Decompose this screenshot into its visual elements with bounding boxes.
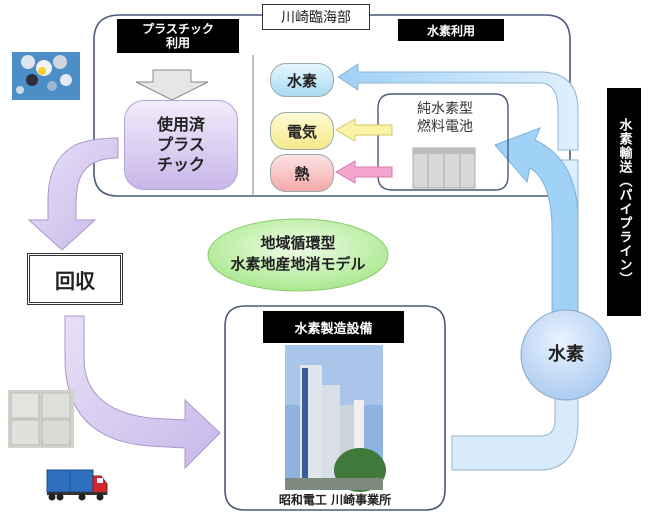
hydrogen-node-circle [520,309,612,401]
purple-arrow-to-collection [27,137,119,251]
used-plastic-line1: 使用済 [156,115,205,134]
hydrogen-node-label: 水素 [548,344,584,365]
model-label-line2: 水素地産地消モデル [230,255,366,273]
plastic-waste-photo [12,52,80,100]
region-label: 川崎臨海部 [262,4,370,30]
fuel-cell-frame [377,93,509,191]
fuel-cell-label: 純水素型 燃料電池 [400,100,490,136]
collection-label: 回収 [55,268,95,293]
transport-label: 水素輸送（パイプライン） [616,118,632,286]
production-caption: 昭和電工 川崎事業所 [232,491,438,508]
production-frame [224,305,446,511]
region-label-text: 川崎臨海部 [281,10,351,26]
plastic-use-header-line2: 利用 [165,36,190,50]
model-label: 地域循環型 水素地産地消モデル [208,233,388,275]
output-electricity: 電気 [270,112,334,150]
gray-down-arrow [135,69,209,101]
fuel-cell-line2: 燃料電池 [417,119,473,135]
hydrogen-use-header: 水素利用 [398,19,504,41]
fuel-cell-unit-icon [412,147,476,189]
pink-arrow-heat [335,160,393,184]
used-plastic-line3: チック [156,155,205,174]
blue-arrow-to-hydrogen [337,63,579,151]
output-heat: 熱 [270,154,334,192]
purple-arrow-to-production [64,315,221,470]
output-hydrogen: 水素 [270,63,334,97]
model-label-line1: 地域循環型 [260,234,336,252]
production-header-text: 水素製造設備 [294,321,373,337]
output-hydrogen-label: 水素 [286,71,317,90]
used-plastic-box: 使用済 プラス チック [124,100,238,190]
transport-label-bar: 水素輸送（パイプライン） [607,88,641,316]
factory-photo [285,345,386,492]
production-header: 水素製造設備 [263,311,404,343]
production-caption-text: 昭和電工 川崎事業所 [278,493,392,507]
fuel-cell-line1: 純水素型 [417,101,473,117]
hydrogen-use-header-text: 水素利用 [426,23,475,38]
output-heat-label: 熱 [294,164,310,183]
blue-pipe-bottom [451,394,579,471]
model-ellipse [207,218,389,292]
blue-arrow-to-fuel-cell [494,127,579,321]
plastic-use-header: プラスチック 利用 [117,19,239,53]
hydrogen-node: 水素 [521,340,611,366]
truck-icon [46,469,108,501]
baled-plastic-photo [8,390,74,448]
collection-box: 回収 [27,253,123,305]
plastic-use-header-line1: プラスチック [142,22,214,36]
output-electricity-label: 電気 [286,122,317,141]
used-plastic-line2: プラス [157,135,205,154]
yellow-arrow-electricity [335,118,393,142]
